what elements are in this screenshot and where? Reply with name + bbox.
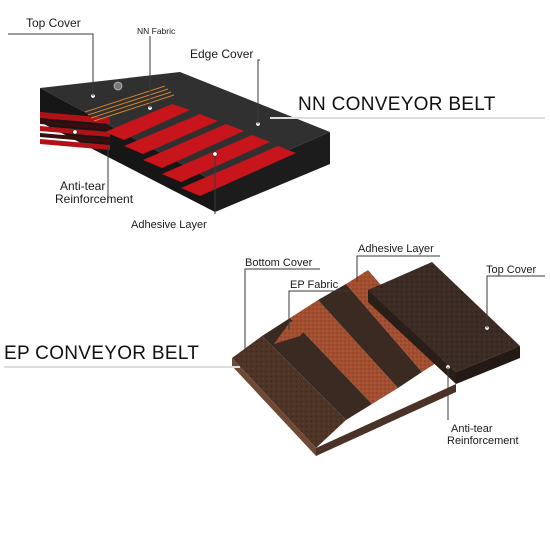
ep-belt-title: EP CONVEYOR BELT [4, 343, 199, 364]
ep-adhesive-layer-label: Adhesive Layer [358, 243, 434, 255]
nn-anti-tear-dot [72, 129, 78, 135]
nn-edge-cover-label: Edge Cover [190, 47, 253, 61]
nn-belt-right-face [215, 132, 330, 212]
ep-belt-illustration [232, 262, 520, 456]
nn-red-stripes [105, 104, 296, 196]
ep-anti-tear-label-line2: Reinforcement [447, 435, 519, 447]
ep-top-cover-label: Top Cover [486, 264, 536, 276]
ep-fabric-layer [290, 300, 398, 404]
nn-anti-tear-label-line1: Anti-tear [60, 179, 105, 193]
nn-adhesive-dot [212, 151, 218, 157]
ep-bottom-cover [232, 336, 346, 448]
nn-leader-lines [8, 33, 260, 214]
ep-top-cover-side [456, 346, 520, 384]
ep-belt-front-edge [232, 358, 316, 456]
ep-top-cover-front [368, 290, 456, 384]
nn-belt-title: NN CONVEYOR BELT [298, 94, 496, 115]
nn-anti-tear-label-line2: Reinforcement [55, 192, 134, 206]
ep-anti-tear-label-line1: Anti-tear [451, 423, 493, 435]
ep-leader-lines [244, 255, 545, 420]
nn-top-cover-label: Top Cover [26, 16, 81, 30]
ep-fabric-label: EP Fabric [290, 279, 339, 291]
ep-bottom-cover-label: Bottom Cover [245, 257, 313, 269]
nn-logo-badge [113, 81, 123, 91]
ep-dark-layer-1 [262, 318, 372, 420]
nn-adhesive-layer-label: Adhesive Layer [131, 219, 207, 231]
nn-fabric-lines [84, 85, 175, 122]
ep-belt-front-edge-2 [316, 384, 456, 456]
ep-top-cover-surface [368, 262, 520, 372]
nn-belt-illustration [40, 72, 330, 212]
ep-dark-layer-2 [318, 284, 422, 388]
nn-fabric-label: NN Fabric [137, 26, 176, 36]
